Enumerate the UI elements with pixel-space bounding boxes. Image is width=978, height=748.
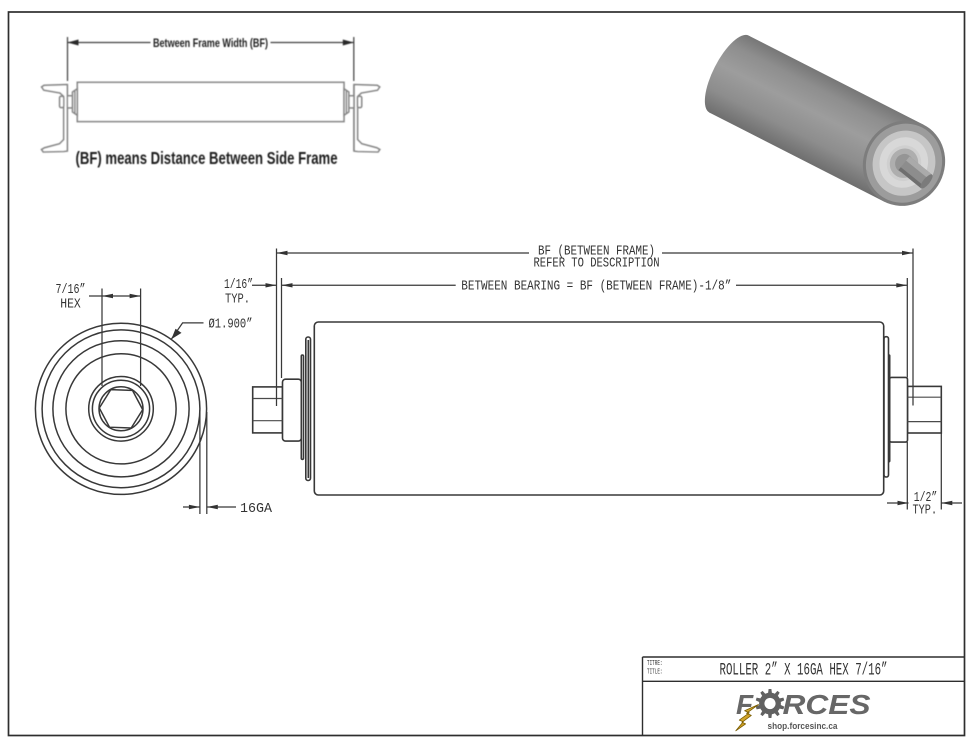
svg-text:TITLE:: TITLE:: [647, 669, 663, 677]
svg-text:shop.forcesinc.ca: shop.forcesinc.ca: [768, 721, 839, 732]
svg-text:TYP.: TYP.: [225, 292, 250, 308]
svg-text:Ø1.900”: Ø1.900”: [209, 316, 253, 332]
svg-text:TYP.: TYP.: [913, 503, 938, 519]
svg-text:7/16”: 7/16”: [56, 282, 86, 298]
svg-text:16GA: 16GA: [240, 501, 273, 517]
svg-text:Between Frame Width (BF): Between Frame Width (BF): [153, 38, 268, 50]
svg-text:RCES: RCES: [783, 689, 871, 720]
svg-text:1/2”: 1/2”: [914, 490, 938, 506]
svg-text:BETWEEN BEARING = BF (BETWEEN: BETWEEN BEARING = BF (BETWEEN FRAME)-1/8…: [461, 279, 731, 295]
svg-text:F: F: [736, 689, 754, 720]
svg-text:REFER TO DESCRIPTION: REFER TO DESCRIPTION: [534, 255, 660, 271]
svg-text:HEX: HEX: [60, 297, 81, 313]
svg-text:1/16”: 1/16”: [224, 277, 253, 293]
svg-text:(BF) means Distance Between Si: (BF) means Distance Between Side Frame: [76, 148, 338, 168]
svg-text:BF (BETWEEN FRAME): BF (BETWEEN FRAME): [538, 244, 655, 260]
svg-text:ROLLER 2” X 16GA HEX 7/16”: ROLLER 2” X 16GA HEX 7/16”: [720, 661, 888, 681]
svg-text:TITRE:: TITRE:: [647, 660, 663, 668]
